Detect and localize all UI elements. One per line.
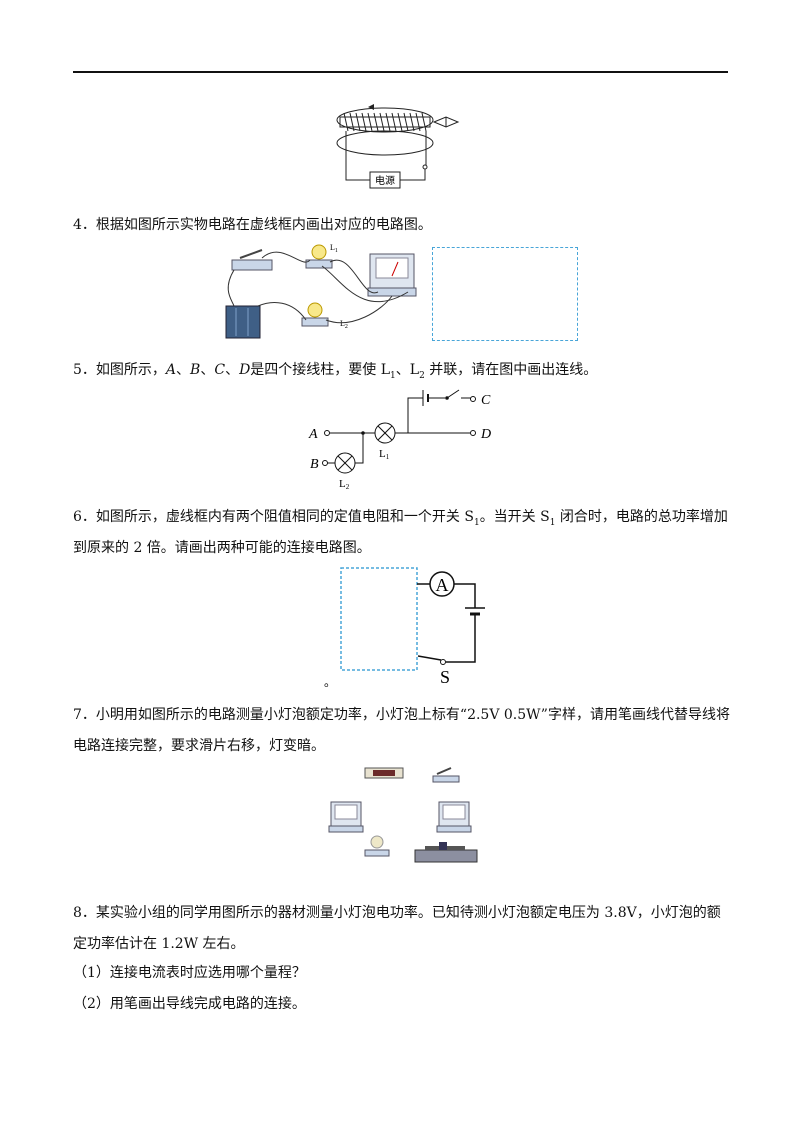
solenoid-figure: 电源	[336, 104, 460, 189]
q4-answer-box[interactable]	[432, 247, 578, 341]
terminal-C: C	[481, 393, 491, 408]
ammeter-label: A	[436, 575, 449, 595]
q6-circuit: A S 。	[324, 567, 485, 689]
terminal-B: B	[310, 457, 319, 472]
question-8-line2: 定功率估计在 1.2W 左右。	[73, 936, 245, 952]
question-6-line1: 6．如图所示，虚线框内有两个阻值相同的定值电阻和一个开关 S1。当开关 S1 闭…	[73, 509, 728, 528]
q7-apparatus	[328, 767, 478, 863]
q6-dashed-box[interactable]	[340, 567, 418, 671]
label-L1: L1	[379, 448, 390, 461]
q6-trailing-dot: 。	[324, 675, 336, 689]
question-4: 4．根据如图所示实物电路在虚线框内画出对应的电路图。	[73, 217, 432, 233]
header-rule	[73, 71, 728, 73]
q5-circuit: C A D L1 B L2	[308, 389, 491, 490]
label-L2: L2	[339, 478, 350, 490]
question-7-line1: 7．小明用如图所示的电路测量小灯泡额定功率，小灯泡上标有“2.5V 0.5W”字…	[73, 707, 730, 723]
terminal-A: A	[308, 427, 318, 442]
question-8-sub1: （1）连接电流表时应选用哪个量程？	[73, 965, 306, 981]
question-8-line1: 8．某实验小组的同学用图所示的器材测量小灯泡电功率。已知待测小灯泡额定电压为 3…	[73, 905, 721, 921]
switch-label: S	[440, 667, 450, 687]
question-5: 5．如图所示，A、B、C、D是四个接线柱，要使 L1、L2 并联，请在图中画出连…	[73, 362, 598, 381]
q4-label-L1: L1	[330, 243, 338, 254]
q4-physical-circuit: L1 L2	[225, 243, 417, 339]
q4-label-L2: L2	[340, 319, 348, 330]
terminal-D: D	[480, 427, 491, 442]
question-7-line2: 电路连接完整，要求滑片右移，灯变暗。	[73, 738, 325, 754]
power-label: 电源	[375, 174, 395, 187]
question-8-sub2: （2）用笔画出导线完成电路的连接。	[73, 996, 306, 1012]
question-6-line2: 到原来的 2 倍。请画出两种可能的连接电路图。	[73, 540, 371, 556]
